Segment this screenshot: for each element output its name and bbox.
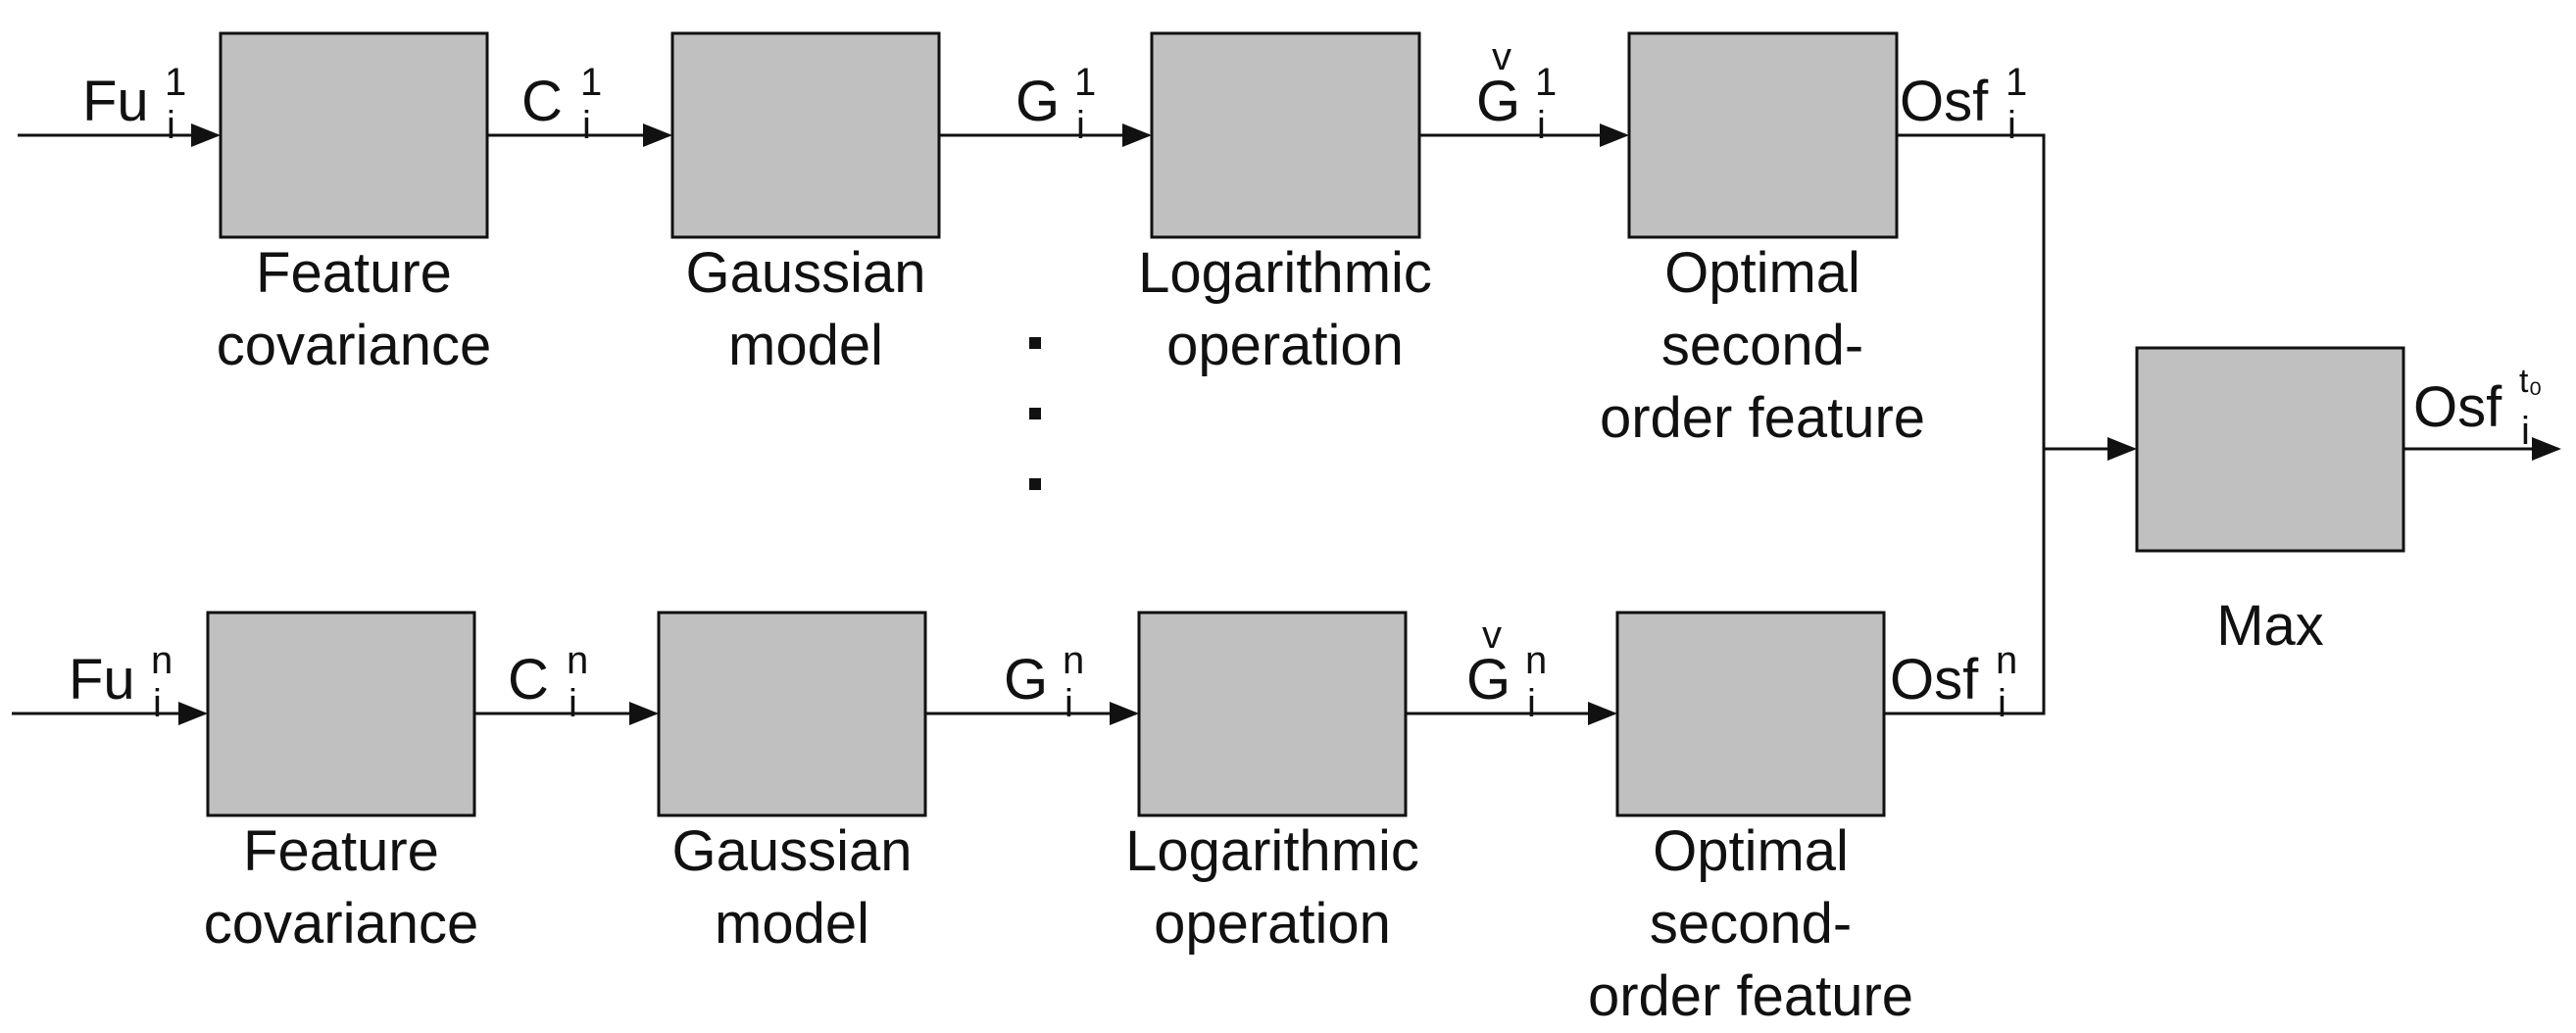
- row1-feature-covariance-block: [219, 31, 489, 239]
- caption-line-1: Max: [2216, 594, 2324, 658]
- signal-superscript: 1: [165, 61, 187, 104]
- signal-base: G: [1016, 70, 1061, 133]
- row1-signal-c: C 1 i: [521, 61, 602, 147]
- signal-base: Osf: [1890, 648, 1979, 712]
- row1-caption-logarithmic-operation: Logarithmic operation: [1089, 237, 1481, 382]
- signal-base: C: [521, 70, 563, 133]
- signal-superscript: t₀: [2519, 363, 2543, 400]
- signal-check-accent: v: [1482, 614, 1502, 657]
- row2-signal-c: C n i: [508, 639, 588, 725]
- row1-caption-gaussian-model: Gaussian model: [610, 237, 1002, 382]
- row1-caption-optimal-second-order: Optimal second- order feature: [1566, 237, 1958, 455]
- row1-signal-g-hat: v G 1 i: [1476, 35, 1557, 147]
- signal-superscript: 1: [1535, 61, 1558, 104]
- signal-subscript: i: [569, 682, 577, 725]
- signal-subscript: i: [167, 104, 175, 147]
- signal-superscript: n: [1525, 639, 1548, 682]
- ellipsis-dot-3: [1029, 478, 1041, 490]
- row2-output-line: [1884, 449, 2046, 715]
- caption-line-2: model: [715, 892, 869, 956]
- row2-caption-optimal-second-order: Optimal second- order feature: [1555, 815, 1947, 1033]
- caption-line-2: order feature: [1599, 386, 1926, 450]
- signal-superscript: 1: [580, 61, 603, 104]
- caption-line-2: order feature: [1587, 964, 1914, 1028]
- caption-line-2: covariance: [203, 892, 479, 956]
- signal-subscript: i: [1076, 104, 1085, 147]
- signal-subscript: i: [2007, 104, 2016, 147]
- caption-line-1: Logarithmic: [1138, 241, 1432, 305]
- signal-base: C: [508, 648, 549, 712]
- signal-base: Osf: [2413, 375, 2502, 439]
- signal-subscript: i: [1537, 104, 1546, 147]
- signal-check-accent: v: [1492, 35, 1511, 78]
- row1-signal-g: G 1 i: [1016, 61, 1096, 147]
- caption-line-1: Logarithmic: [1125, 819, 1419, 883]
- signal-superscript: n: [1996, 639, 2018, 682]
- ellipsis-dot-2: [1029, 408, 1041, 419]
- row1-gaussian-model-block: [670, 31, 941, 239]
- block-diagram: [12, 31, 2561, 817]
- row2-caption-feature-covariance: Feature covariance: [145, 815, 537, 960]
- caption-line-1: Optimal second-: [1660, 241, 1864, 377]
- caption-line-2: model: [728, 314, 883, 377]
- signal-superscript: n: [1063, 639, 1085, 682]
- caption-line-2: covariance: [216, 314, 492, 377]
- row2-optimal-second-order-block: [1615, 611, 1886, 817]
- row2-signal-g: G n i: [1004, 639, 1084, 725]
- signal-base: G: [1466, 648, 1511, 712]
- caption-line-2: operation: [1154, 892, 1391, 956]
- signal-base: G: [1004, 648, 1049, 712]
- row2-signal-fu: Fu n i: [69, 639, 173, 725]
- signal-base: Fu: [69, 648, 135, 712]
- max-output-signal: Osf t₀ i: [2413, 363, 2543, 453]
- signal-superscript: 1: [2006, 61, 2028, 104]
- signal-subscript: i: [1065, 682, 1073, 725]
- signal-subscript: i: [1998, 682, 2006, 725]
- max-caption: Max: [2074, 590, 2466, 663]
- row2-signal-g-hat: v G n i: [1466, 614, 1547, 725]
- caption-line-1: Gaussian: [671, 819, 913, 883]
- signal-base: G: [1476, 70, 1521, 133]
- signal-subscript: i: [153, 682, 162, 725]
- row2-caption-logarithmic-operation: Logarithmic operation: [1076, 815, 1468, 960]
- row2-caption-gaussian-model: Gaussian model: [596, 815, 988, 960]
- row2-signal-osf: Osf n i: [1890, 639, 2017, 725]
- caption-line-1: Optimal second-: [1649, 819, 1853, 956]
- signal-superscript: n: [567, 639, 589, 682]
- caption-line-1: Gaussian: [685, 241, 926, 305]
- caption-line-1: Feature: [256, 241, 452, 305]
- caption-line-2: operation: [1166, 314, 1404, 377]
- row2-gaussian-model-block: [657, 611, 927, 817]
- signal-subscript: i: [2521, 410, 2530, 453]
- row2-feature-covariance-block: [206, 611, 476, 817]
- row1-output-line: [1897, 133, 2046, 449]
- signal-superscript: 1: [1074, 61, 1097, 104]
- row2-logarithmic-operation-block: [1137, 611, 1408, 817]
- ellipsis-dot-1: [1029, 337, 1041, 349]
- row1-optimal-second-order-block: [1627, 31, 1899, 239]
- max-block: [2135, 346, 2405, 553]
- signal-subscript: i: [1527, 682, 1536, 725]
- row1-caption-feature-covariance: Feature covariance: [158, 237, 550, 382]
- signal-base: Osf: [1900, 70, 1989, 133]
- signal-base: Fu: [82, 70, 149, 133]
- row1-signal-osf: Osf 1 i: [1900, 61, 2027, 147]
- row1-logarithmic-operation-block: [1150, 31, 1421, 239]
- signal-superscript: n: [151, 639, 173, 682]
- signal-subscript: i: [582, 104, 591, 147]
- row1-signal-fu: Fu 1 i: [82, 61, 186, 147]
- caption-line-1: Feature: [243, 819, 439, 883]
